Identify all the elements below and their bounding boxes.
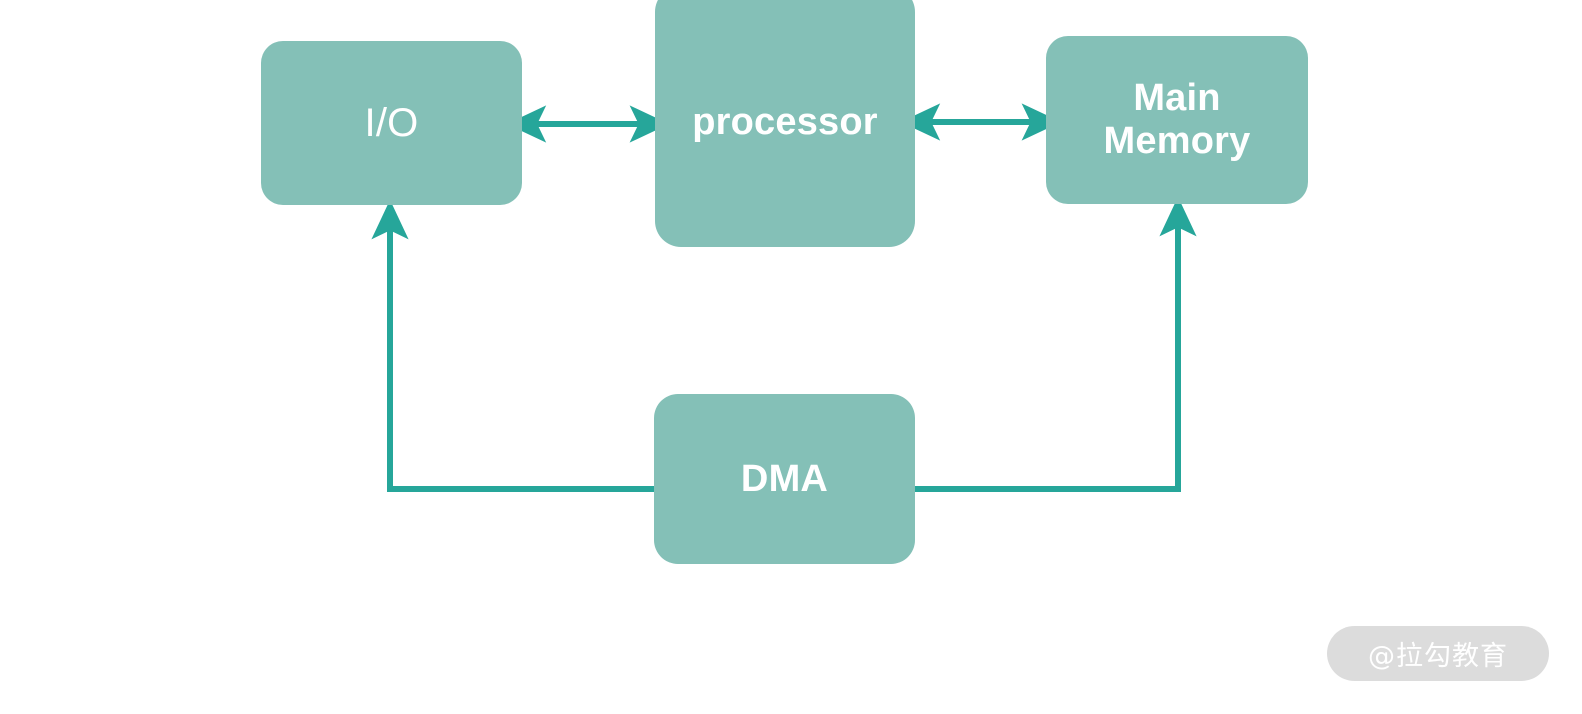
- connector-dma-main-memory: [915, 196, 1197, 492]
- connector-dma-io: [371, 199, 654, 492]
- node-dma[interactable]: DMA: [654, 394, 915, 564]
- node-main-memory-label: Main Memory: [1103, 77, 1251, 162]
- watermark-text: @拉勾教育: [1368, 641, 1508, 672]
- node-dma-label: DMA: [740, 457, 829, 500]
- watermark-badge: @拉勾教育: [1327, 626, 1549, 681]
- node-main-memory[interactable]: Main Memory: [1046, 36, 1308, 204]
- node-io-label: I/O: [364, 100, 419, 145]
- node-processor[interactable]: processor: [655, 0, 915, 247]
- node-processor-label: processor: [692, 101, 878, 144]
- node-io[interactable]: I/O: [261, 41, 522, 205]
